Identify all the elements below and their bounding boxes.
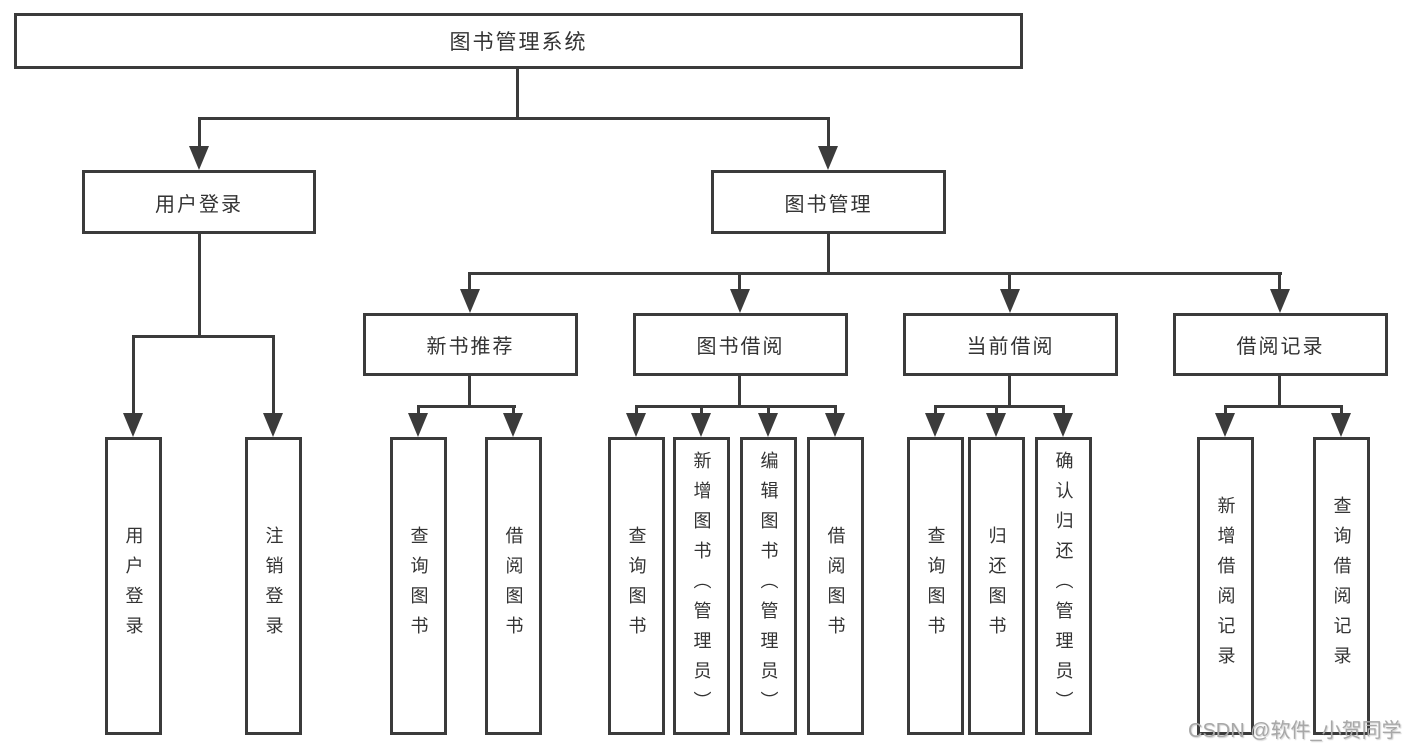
leaf-label: 注销登录 (263, 526, 284, 646)
leaf-label: 查询图书 (408, 526, 429, 646)
arrowhead-down (189, 146, 209, 170)
node-book-management: 图书管理 (711, 170, 946, 234)
leaf-query-books-borrow: 查询图书 (608, 437, 665, 735)
connector-line (198, 117, 201, 146)
leaf-label: 编辑图书（管理员） (758, 451, 779, 721)
connector-line (738, 376, 741, 405)
connector-line (468, 272, 1282, 275)
connector-line (198, 234, 201, 335)
arrowhead-down (1000, 289, 1020, 313)
leaf-edit-book-admin: 编辑图书（管理员） (740, 437, 797, 735)
node-label: 借阅记录 (1236, 336, 1325, 358)
leaf-query-books-current: 查询图书 (907, 437, 964, 735)
arrowhead-down (123, 413, 143, 437)
connector-line (995, 405, 998, 413)
connector-line (827, 117, 830, 146)
leaf-logout: 注销登录 (245, 437, 302, 735)
connector-line (417, 405, 420, 413)
connector-line (198, 117, 830, 120)
leaf-confirm-return-admin: 确认归还（管理员） (1035, 437, 1092, 735)
leaf-label: 新增借阅记录 (1215, 496, 1236, 676)
leaf-label: 借阅图书 (825, 526, 846, 646)
node-label: 图书管理 (784, 193, 873, 216)
connector-line (272, 335, 275, 413)
connector-line (132, 335, 275, 338)
connector-line (1062, 405, 1065, 413)
connector-line (1224, 405, 1342, 408)
connector-line (1008, 272, 1011, 289)
leaf-label: 查询图书 (925, 526, 946, 646)
connector-line (767, 405, 770, 413)
arrowhead-down (626, 413, 646, 437)
leaf-label: 确认归还（管理员） (1053, 451, 1074, 721)
arrowhead-down (691, 413, 711, 437)
connector-line (700, 405, 703, 413)
arrowhead-down (818, 146, 838, 170)
arrowhead-down (1215, 413, 1235, 437)
connector-line (512, 405, 515, 413)
connector-line (827, 234, 830, 272)
arrowhead-down (1331, 413, 1351, 437)
arrowhead-down (263, 413, 283, 437)
arrowhead-down (986, 413, 1006, 437)
leaf-add-book-admin: 新增图书（管理员） (673, 437, 730, 735)
connector-line (635, 405, 638, 413)
csdn-watermark: CSDN @软件_小贺同学 (1188, 720, 1402, 742)
arrowhead-down (408, 413, 428, 437)
leaf-query-borrow-record: 查询借阅记录 (1313, 437, 1370, 735)
node-current-borrowing: 当前借阅 (903, 313, 1118, 376)
connector-line (834, 405, 837, 413)
connector-line (1278, 272, 1281, 289)
node-new-book-recommendation: 新书推荐 (363, 313, 578, 376)
node-borrowing-records: 借阅记录 (1173, 313, 1388, 376)
connector-line (468, 376, 471, 405)
leaf-label: 查询借阅记录 (1331, 496, 1352, 676)
leaf-borrow-books-recommend: 借阅图书 (485, 437, 542, 735)
connector-line (1278, 376, 1281, 405)
leaf-query-books-recommend: 查询图书 (390, 437, 447, 735)
connector-line (1008, 376, 1011, 405)
leaf-add-borrow-record: 新增借阅记录 (1197, 437, 1254, 735)
node-user-login: 用户登录 (82, 170, 316, 234)
leaf-label: 借阅图书 (503, 526, 524, 646)
arrowhead-down (1053, 413, 1073, 437)
node-book-borrowing: 图书借阅 (633, 313, 848, 376)
arrowhead-down (758, 413, 778, 437)
node-label: 用户登录 (155, 193, 243, 216)
leaf-label: 新增图书（管理员） (691, 451, 712, 721)
node-label: 新书推荐 (426, 336, 515, 358)
connector-line (417, 405, 516, 408)
leaf-label: 用户登录 (123, 526, 144, 646)
connector-line (132, 335, 135, 413)
connector-line (468, 272, 471, 289)
connector-line (516, 69, 519, 117)
leaf-return-book: 归还图书 (968, 437, 1025, 735)
leaf-borrow-books: 借阅图书 (807, 437, 864, 735)
node-label: 当前借阅 (966, 336, 1055, 358)
connector-line (738, 272, 741, 289)
leaf-label: 归还图书 (986, 526, 1007, 646)
arrowhead-down (1270, 289, 1290, 313)
node-label: 图书管理系统 (449, 31, 588, 54)
leaf-user-login: 用户登录 (105, 437, 162, 735)
node-library-management-system: 图书管理系统 (14, 13, 1023, 69)
node-label: 图书借阅 (696, 336, 785, 358)
arrowhead-down (503, 413, 523, 437)
connector-line (1224, 405, 1227, 413)
arrowhead-down (925, 413, 945, 437)
arrowhead-down (825, 413, 845, 437)
connector-line (1340, 405, 1343, 413)
arrowhead-down (730, 289, 750, 313)
connector-line (934, 405, 1065, 408)
arrowhead-down (460, 289, 480, 313)
connector-line (934, 405, 937, 413)
connector-line (635, 405, 837, 408)
leaf-label: 查询图书 (626, 526, 647, 646)
